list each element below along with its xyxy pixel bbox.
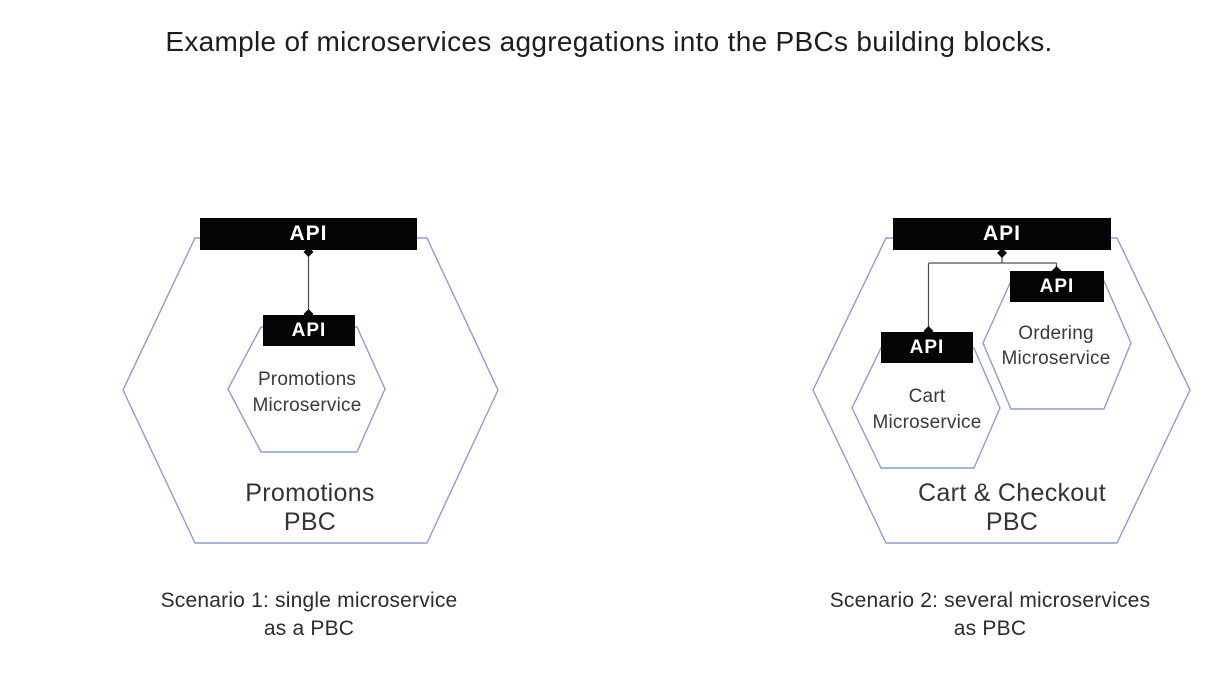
promotions-microservice-label: Promotions Microservice	[217, 367, 397, 419]
scenario1-caption: Scenario 1: single microservice as a PBC	[109, 587, 509, 643]
ordering-microservice-label: Ordering Microservice	[966, 321, 1146, 371]
promotions-microservice-hexagon	[227, 326, 386, 453]
promotions-microservice-api-bar: API	[263, 315, 355, 346]
label-line: Promotions	[257, 369, 357, 390]
label-line: Cart	[908, 386, 946, 407]
scenario2-top-node-dot	[997, 248, 1007, 258]
cart-checkout-pbc-hexagon	[812, 237, 1191, 544]
cart-checkout-pbc-api-bar: API	[893, 218, 1111, 250]
caption-line: Scenario 2: several microservices	[829, 589, 1151, 612]
api-bar-label: API	[909, 336, 945, 358]
label-line: Cart & Checkout	[918, 479, 1106, 507]
caption-line: as a PBC	[263, 617, 355, 640]
label-line: Microservice	[1001, 348, 1111, 369]
promotions-pbc-hexagon	[122, 237, 499, 544]
cart-microservice-api-bar: API	[881, 332, 973, 363]
caption-line: Scenario 1: single microservice	[160, 589, 458, 612]
label-line: PBC	[283, 508, 337, 536]
api-bar-label: API	[1039, 275, 1075, 297]
label-line: Microservice	[252, 395, 362, 416]
label-line: Ordering	[1018, 323, 1094, 344]
api-bar-label: API	[289, 222, 328, 245]
promotions-pbc-api-bar: API	[200, 218, 417, 250]
cart-microservice-label: Cart Microservice	[837, 384, 1017, 436]
scenario2-caption: Scenario 2: several microservices as PBC	[790, 587, 1190, 643]
diagram-title: Example of microservices aggregations in…	[165, 26, 1053, 57]
label-line: Promotions	[245, 479, 375, 507]
caption-line: as PBC	[953, 617, 1027, 640]
label-line: Microservice	[872, 412, 982, 433]
label-line: PBC	[985, 508, 1039, 536]
cart-checkout-pbc-label: Cart & Checkout PBC	[862, 479, 1162, 537]
api-bar-label: API	[982, 222, 1021, 245]
promotions-pbc-label: Promotions PBC	[160, 479, 460, 537]
ordering-microservice-api-bar: API	[1010, 271, 1104, 302]
api-bar-label: API	[291, 319, 327, 341]
